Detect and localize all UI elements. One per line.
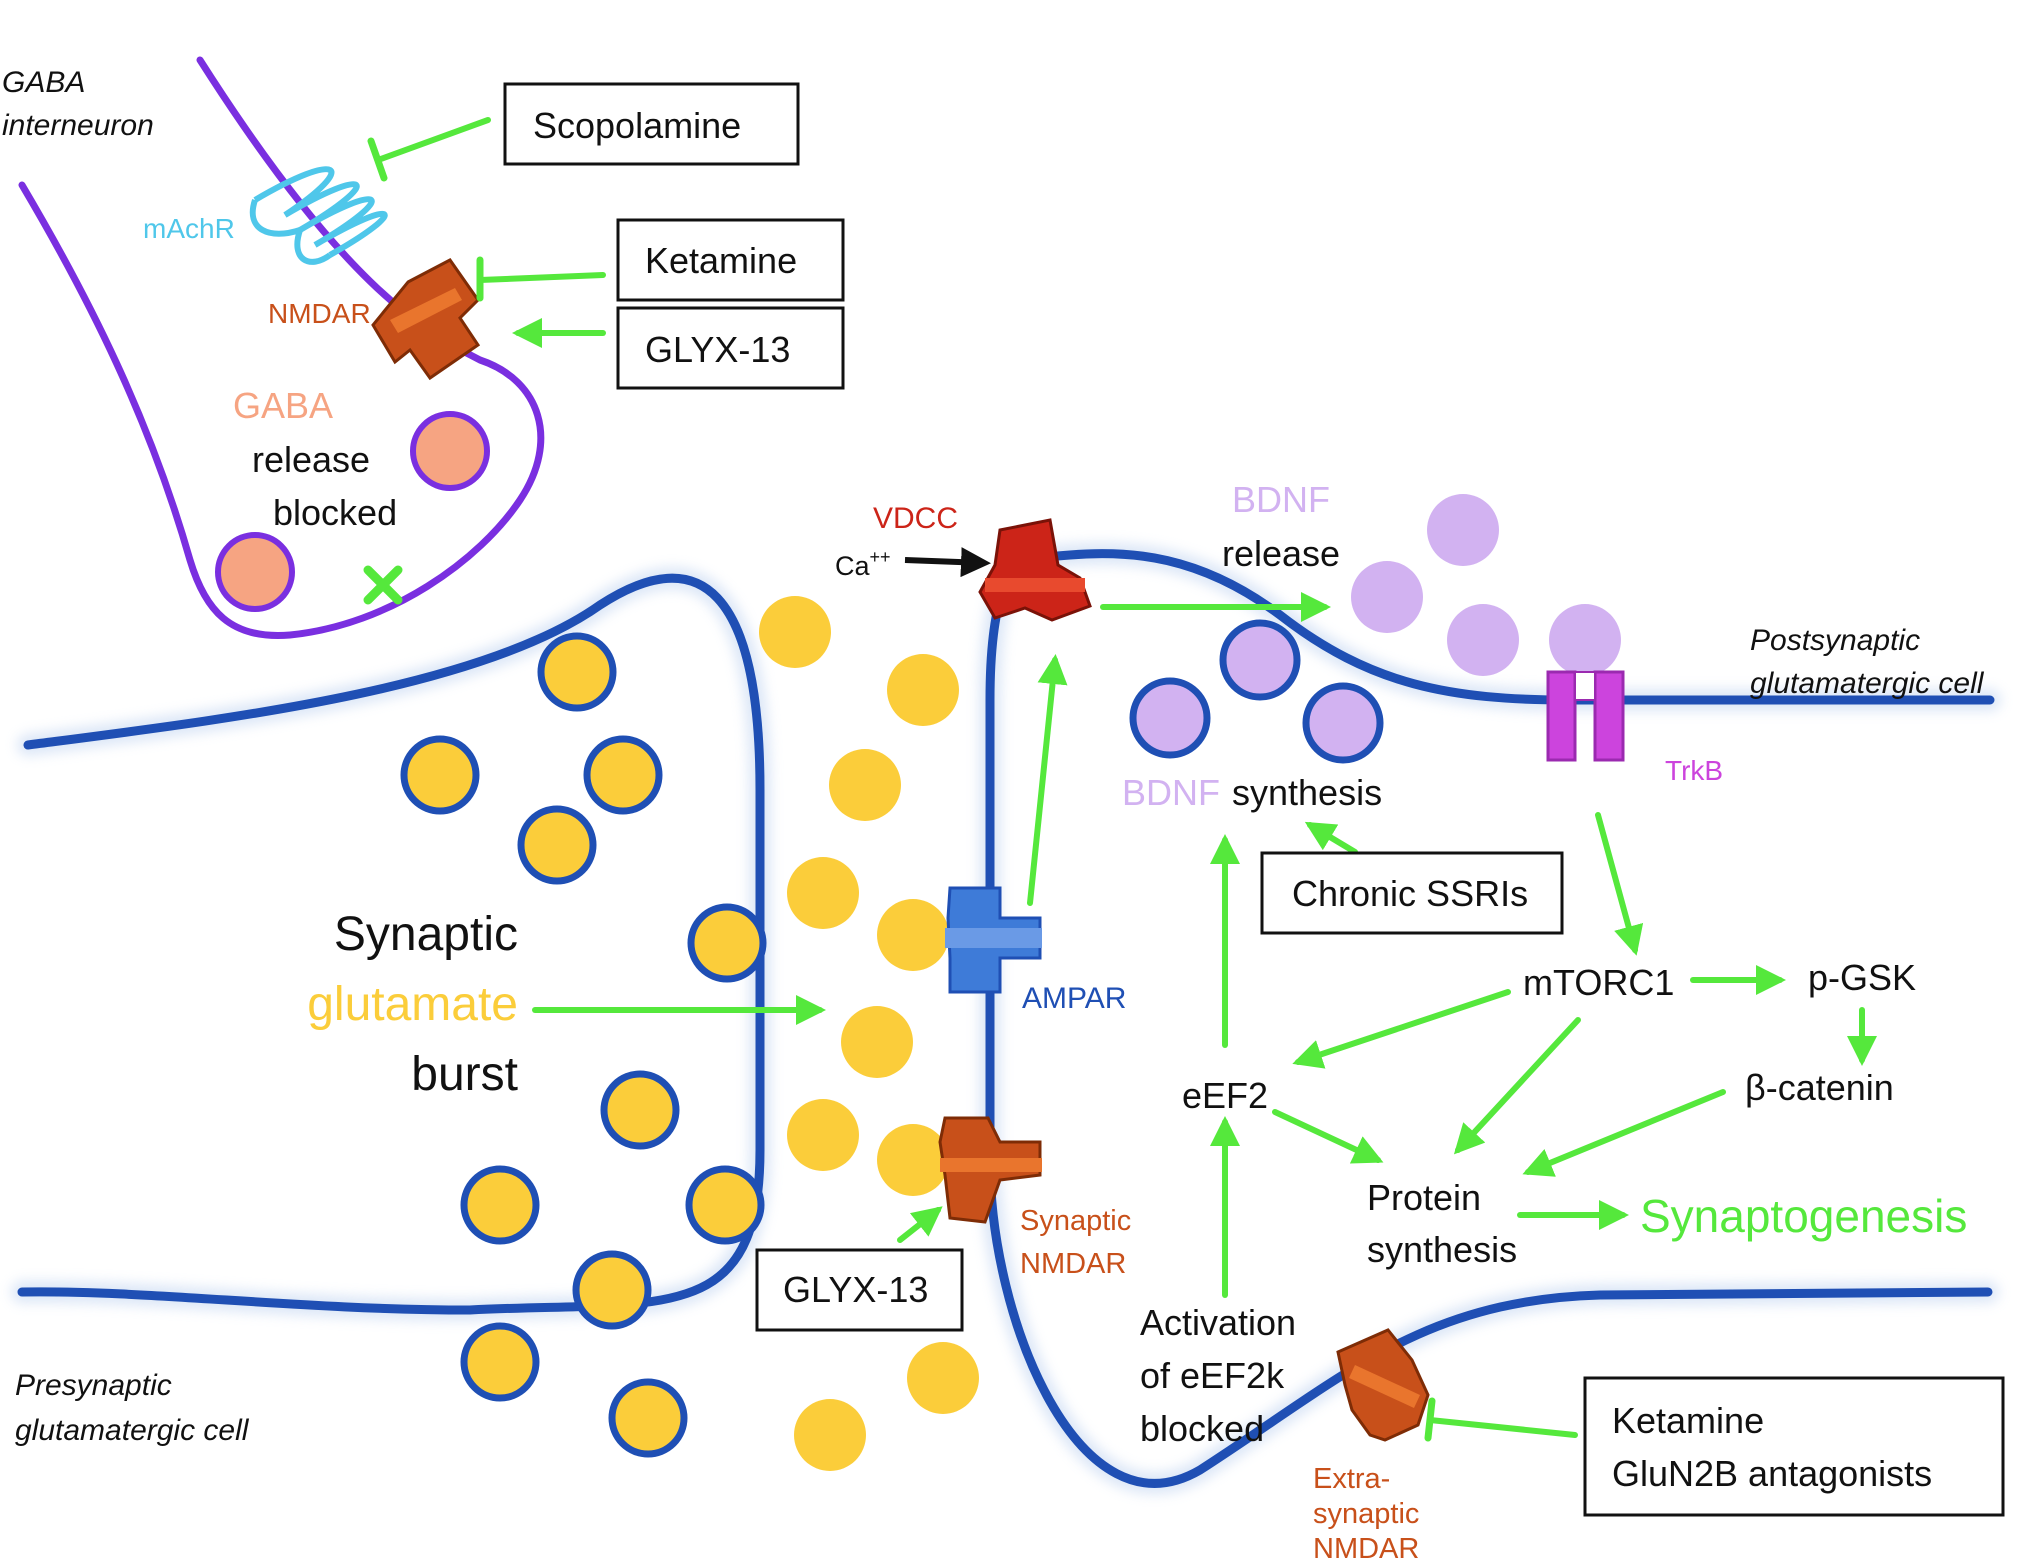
synaptic-nmdar-label-2: NMDAR [1020, 1248, 1126, 1280]
trkb-label: TrkB [1665, 755, 1723, 786]
scopolamine-box-label: Scopolamine [533, 105, 741, 146]
cleft-glutamate [759, 596, 979, 1471]
pgsk-label: p-GSK [1808, 957, 1916, 998]
ketamine-top-box-label: Ketamine [645, 240, 797, 281]
chronic-ssris-box-label: Chronic SSRIs [1292, 873, 1528, 914]
ampar-label: AMPAR [1022, 982, 1126, 1015]
nmdar-top-label: NMDAR [268, 298, 371, 329]
glutamate-vesicles [400, 632, 767, 1458]
bdnf-release-label-2: release [1222, 533, 1340, 574]
postsynaptic-label-2: glutamatergic cell [1750, 667, 1985, 700]
synaptogenesis-label: Synaptogenesis [1640, 1190, 1967, 1242]
activation-label-2: of eEF2k [1140, 1355, 1285, 1396]
gaba-release-label: release [252, 439, 370, 480]
ca-label: Ca++ [835, 547, 891, 581]
extrasynaptic-label-2: synaptic [1313, 1498, 1419, 1530]
gaba-vesicles [215, 411, 490, 612]
ketamine-bottom-box-label-2: GluN2B antagonists [1612, 1453, 1932, 1494]
blocked-x-icon [363, 565, 403, 605]
presynaptic-label-1: Presynaptic [15, 1369, 172, 1402]
activation-label-3: blocked [1140, 1408, 1264, 1449]
glyx13-top-box-label: GLYX-13 [645, 329, 790, 370]
activation-label-1: Activation [1140, 1302, 1296, 1343]
glutamate-burst-label: glutamate [307, 978, 518, 1031]
postsynaptic-label-1: Postsynaptic [1750, 624, 1920, 657]
ketamine-bottom-box-label-1: Ketamine [1612, 1400, 1764, 1441]
gaba-interneuron-label-2: interneuron [2, 109, 154, 142]
bcatenin-label: β-catenin [1745, 1067, 1894, 1108]
presynaptic-label-2: glutamatergic cell [15, 1414, 250, 1447]
extrasynaptic-label-1: Extra- [1313, 1463, 1390, 1495]
vdcc-label: VDCC [873, 502, 958, 535]
protein-synthesis-label-1: Protein [1367, 1177, 1481, 1218]
gaba-label: GABA [233, 385, 333, 426]
bdnf-release-label-1: BDNF [1232, 479, 1330, 520]
nmdar-interneuron [371, 258, 481, 381]
extrasynaptic-nmdar [1336, 1328, 1430, 1442]
mtorc1-label: mTORC1 [1523, 962, 1674, 1003]
ampar-receptor [945, 886, 1042, 994]
burst-label: burst [411, 1048, 518, 1101]
glyx13-bottom-box-label: GLYX-13 [783, 1269, 928, 1310]
synaptic-burst-label: Synaptic [334, 908, 518, 961]
synaptic-nmdar-label-1: Synaptic [1020, 1205, 1131, 1237]
eef2-label: eEF2 [1182, 1075, 1268, 1116]
gaba-interneuron-label-1: GABA [2, 66, 85, 99]
bdnf-vesicles-internal [1129, 619, 1384, 764]
machr-label: mAchR [143, 213, 235, 244]
protein-synthesis-label-2: synthesis [1367, 1229, 1517, 1270]
machr-receptor [249, 166, 388, 265]
synaptic-nmdar [938, 1116, 1042, 1224]
ca-arrow [904, 547, 991, 578]
trkb-receptor [1546, 670, 1625, 762]
extrasynaptic-label-3: NMDAR [1313, 1533, 1419, 1562]
presynaptic-membrane [11, 567, 771, 1322]
arrows [367, 117, 1877, 1442]
bdnf-released [1351, 494, 1621, 676]
gaba-blocked-label: blocked [273, 492, 397, 533]
drug-boxes [503, 82, 2005, 1517]
vdcc-channel [978, 518, 1092, 622]
